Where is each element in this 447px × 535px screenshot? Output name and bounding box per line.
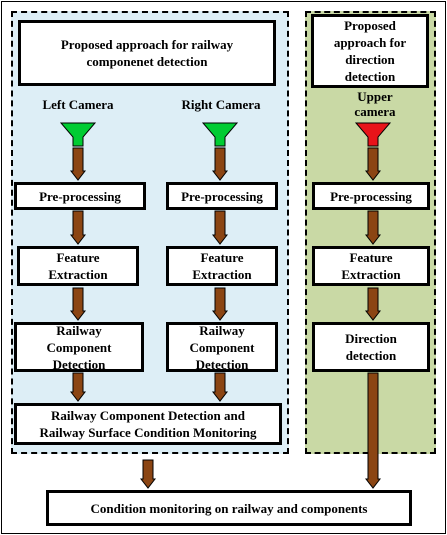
right-preprocessing-box: Pre-processing xyxy=(166,182,278,210)
merge-box: Railway Component Detection and Railway … xyxy=(14,403,282,445)
upper-preprocessing-box: Pre-processing xyxy=(312,182,430,210)
right-feature-extraction-box: Feature Extraction xyxy=(166,246,278,286)
left-camera-icon xyxy=(59,122,97,147)
right-camera-icon xyxy=(201,122,239,147)
upper-camera-icon xyxy=(354,122,392,147)
left-camera-label: Left Camera xyxy=(42,97,114,112)
right-camera-label: Right Camera xyxy=(181,97,261,112)
left-feature-extraction-box: Feature Extraction xyxy=(17,246,139,286)
right-panel-title: Proposed approach for direction detectio… xyxy=(311,14,429,88)
left-preprocessing-box: Pre-processing xyxy=(14,182,146,210)
left-panel-title: Proposed approach for railway componenet… xyxy=(18,20,276,86)
upper-feature-extraction-box: Feature Extraction xyxy=(312,246,430,286)
condition-monitoring-box: Condition monitoring on railway and comp… xyxy=(46,490,412,526)
direction-detection-box: Direction detection xyxy=(312,322,430,372)
left-component-detection-box: Railway Component Detection xyxy=(14,322,144,372)
upper-camera-label: Upper camera xyxy=(354,89,396,119)
right-component-detection-box: Railway Component Detection xyxy=(166,322,278,372)
